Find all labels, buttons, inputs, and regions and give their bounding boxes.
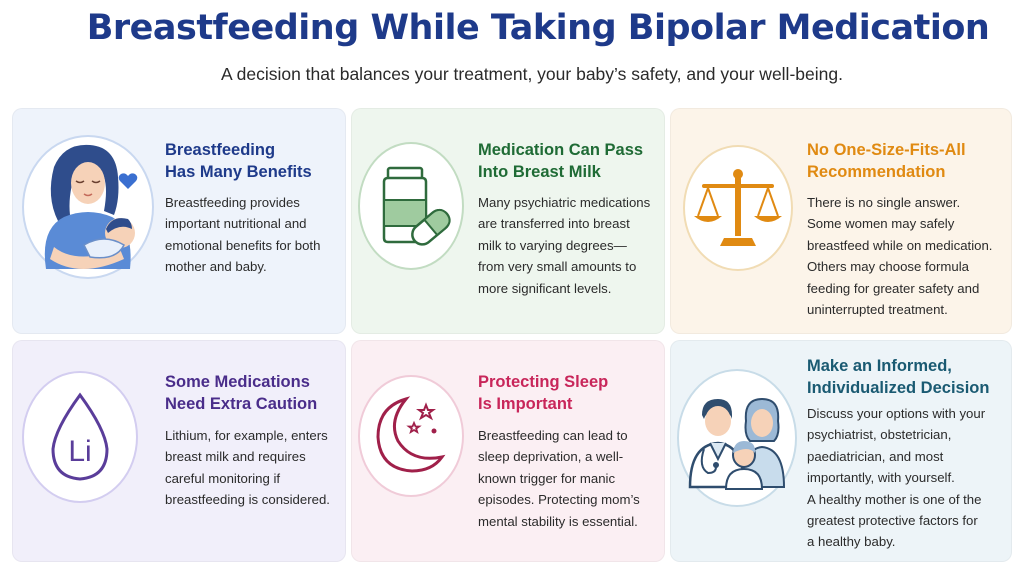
card-breastfeeding-benefits: Breastfeeding Has Many Benefits Breastfe… <box>12 108 346 334</box>
card-heading: Protecting Sleep Is Important <box>478 373 609 413</box>
card-extra-caution: Li Some Medications Need Extra Caution L… <box>12 340 346 562</box>
card-medication-breast-milk: Medication Can Pass Into Breast Milk Man… <box>351 108 665 334</box>
card-body: Many psychiatric medications are transfe… <box>478 195 651 296</box>
page-subtitle: A decision that balances your treatment,… <box>221 64 843 84</box>
card-heading: Breastfeeding Has Many Benefits <box>165 141 312 181</box>
card-body: Breastfeeding can lead to sleep deprivat… <box>478 428 640 529</box>
icon-frame <box>683 145 793 271</box>
card-body: Lithium, for example, enters breast milk… <box>165 428 330 508</box>
icon-frame <box>22 135 154 279</box>
card-protecting-sleep: Protecting Sleep Is Important Breastfeed… <box>351 340 665 562</box>
moon-stars-icon <box>376 396 446 473</box>
icon-frame <box>677 369 797 507</box>
icon-frame <box>358 375 464 497</box>
icon-frame <box>358 142 464 270</box>
card-informed-decision: Make an Informed, Individualized Decisio… <box>670 340 1012 562</box>
lithium-symbol: Li <box>68 435 91 468</box>
card-heading: Medication Can Pass Into Breast Milk <box>478 141 644 181</box>
heart-icon <box>118 173 138 189</box>
card-body: Breastfeeding provides important nutriti… <box>165 195 321 275</box>
page-title: Breastfeeding While Taking Bipolar Medic… <box>86 8 990 48</box>
card-no-one-size-fits-all: No One-Size-Fits-All Recommendation Ther… <box>670 108 1012 334</box>
balance-scale-icon <box>694 169 782 246</box>
card-body: Discuss your options with your psychiatr… <box>807 406 986 550</box>
card-heading: Some Medications Need Extra Caution <box>165 373 318 413</box>
lithium-drop-icon: Li <box>51 392 109 481</box>
card-heading: Make an Informed, Individualized Decisio… <box>807 357 990 397</box>
breastfeeding-mother-icon <box>44 144 135 269</box>
doctor-mother-child-icon <box>688 397 786 490</box>
card-heading: No One-Size-Fits-All Recommendation <box>807 141 966 181</box>
card-body: There is no single answer. Some women ma… <box>807 195 993 318</box>
icon-frame: Li <box>22 371 138 503</box>
medication-bottle-pill-icon <box>382 166 451 246</box>
